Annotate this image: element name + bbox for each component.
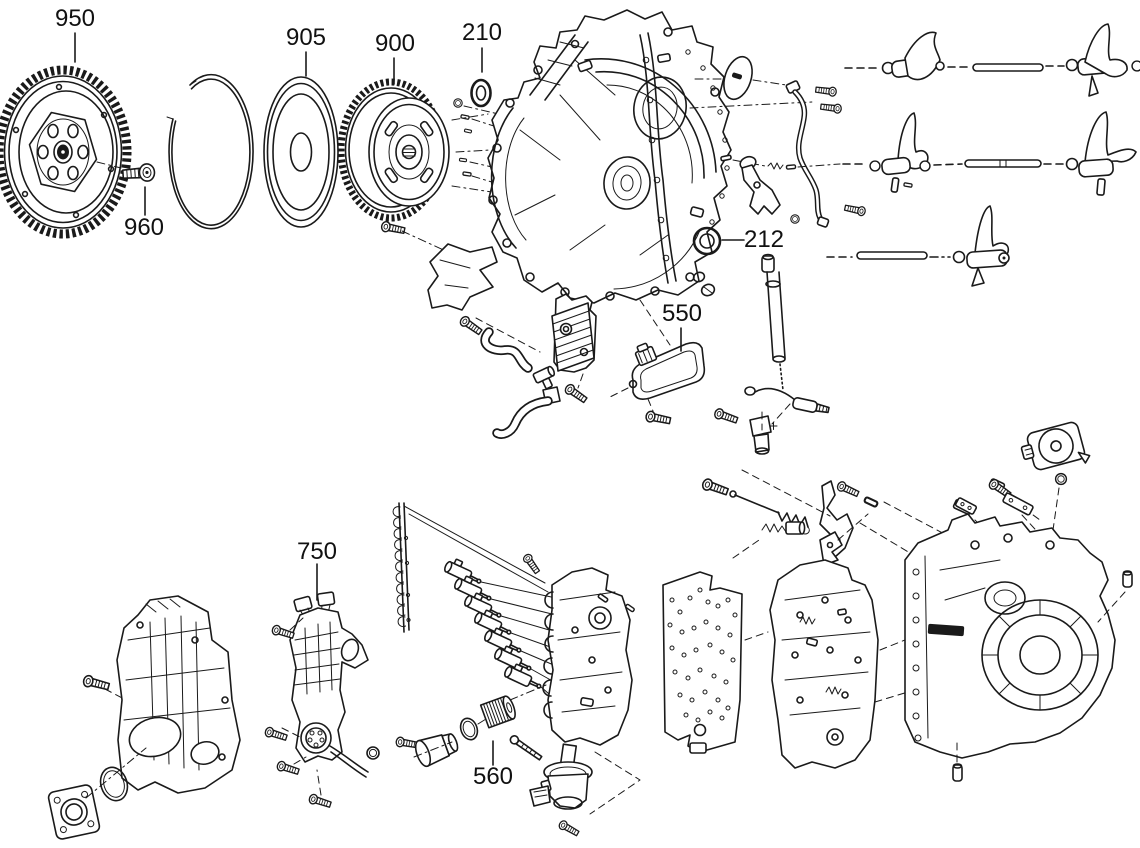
pressure-disc-drawing — [263, 76, 339, 228]
filler-tube-drawing — [761, 253, 786, 391]
bell-housing-drawing — [487, 9, 732, 346]
seal-212-drawing — [692, 226, 722, 297]
harness-bracket-drawing — [263, 591, 380, 810]
shift-fork-rails-drawing — [826, 23, 1140, 287]
flywheel-drawing — [0, 65, 132, 239]
spring-comb-drawing — [392, 502, 549, 633]
end-cover-drawing — [47, 595, 241, 840]
part-label-900: 900 — [374, 30, 416, 57]
part-label-212: 212 — [743, 226, 785, 253]
flywheel-bolt-drawing — [96, 161, 156, 182]
callout-leaders — [74, 32, 745, 766]
manual-shaft-sensor-drawing — [529, 743, 593, 839]
oil-filter-drawing — [394, 684, 547, 768]
part-label-905: 905 — [285, 24, 327, 51]
part-label-550: 550 — [661, 300, 703, 327]
part-label-750: 750 — [296, 538, 338, 565]
part-label-960: 960 — [123, 214, 165, 241]
part-label-210: 210 — [461, 19, 503, 46]
solenoid-valve-body-drawing — [442, 552, 636, 746]
oil-strainer-drawing — [607, 341, 706, 427]
snap-ring-drawing — [166, 73, 254, 230]
clutch-drum-drawing — [337, 78, 450, 253]
middle-fork-drawing — [719, 154, 841, 215]
valve-body-drawing — [761, 513, 909, 769]
oil-pipe-group-drawing — [689, 55, 867, 228]
main-case-drawing — [904, 421, 1133, 782]
part-label-560: 560 — [472, 763, 514, 790]
selector-linkage-drawing — [589, 386, 830, 815]
seal-210-drawing — [451, 78, 526, 193]
separator-plate-drawing — [662, 537, 769, 754]
part-label-950: 950 — [54, 5, 96, 32]
oil-cooler-group-drawing — [427, 243, 597, 439]
